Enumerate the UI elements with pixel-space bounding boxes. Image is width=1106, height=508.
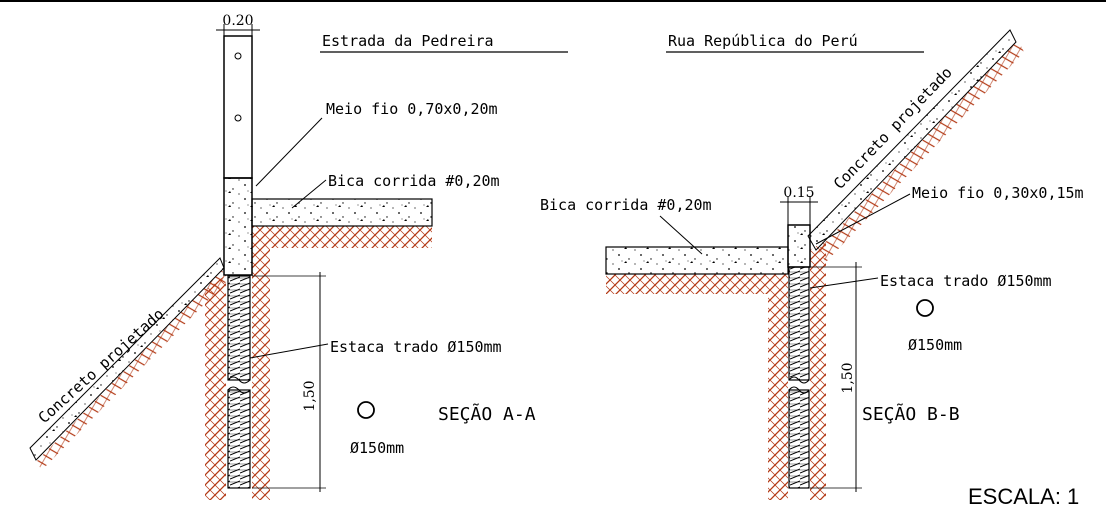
curb-concrete-a [223,177,253,276]
pile-a-upper [227,275,251,381]
pile-b-lower [788,389,810,489]
gravel-label-a: Bica corrida #0,20m [328,172,500,190]
soil-hatch-b-upper [606,274,788,500]
curb-b [787,224,811,268]
soil-hatch-b-slope [818,40,1024,262]
diameter-circle-b [916,299,934,317]
width-dim-a: 0.20 [222,13,253,29]
gravel-leader-a [291,179,327,209]
curb-leader-a [255,117,323,187]
section-title-b: SEÇÃO B-B [862,403,960,425]
curb-label-a: Meio fio 0,70x0,20m [326,100,498,118]
curb-hole-a2 [234,114,242,122]
gravel-layer-a [251,198,433,227]
pile-label-b: Estaca trado Ø150mm [880,272,1052,290]
diameter-label-b: Ø150mm [908,336,962,354]
street-title-a: Estrada da Pedreira [322,32,494,50]
section-a: 0.20 Estrada da Pedreira Meio fio 0,70x0… [29,13,568,500]
height-dim-a: 1,50 [302,380,318,411]
height-dim-b: 1,50 [840,362,856,393]
gravel-label-b: Bica corrida #0,20m [540,196,712,214]
pile-leader-a [249,343,329,359]
curb-a [223,35,253,179]
gravel-leader-b [659,215,703,255]
curb-label-b: Meio fio 0,30x0,15m [912,184,1084,202]
concrete-slope-a [29,257,225,461]
pile-b-upper [788,266,810,381]
section-b: 0.15 Rua República do Perú Meio fio 0,30… [540,29,1084,500]
diameter-label-a: Ø150mm [350,439,404,457]
soil-hatch-a-left [205,275,226,500]
scale-label: ESCALA: 1 [968,484,1079,508]
soil-hatch-a-slope [36,270,226,470]
curb-hole-a1 [234,52,242,60]
street-title-b: Rua República do Perú [668,32,858,50]
width-dim-b: 0.15 [783,185,814,201]
pile-a-lower [227,389,251,489]
pile-leader-b [809,277,879,289]
concrete-slope-b [807,29,1017,251]
pile-label-a: Estaca trado Ø150mm [330,338,502,356]
soil-hatch-b-right [810,240,826,500]
diameter-circle-a [357,401,375,419]
section-title-a: SEÇÃO A-A [438,403,536,425]
gravel-layer-b [605,246,789,275]
soil-hatch-a-upper [252,226,432,500]
curb-leader-b [815,193,911,245]
